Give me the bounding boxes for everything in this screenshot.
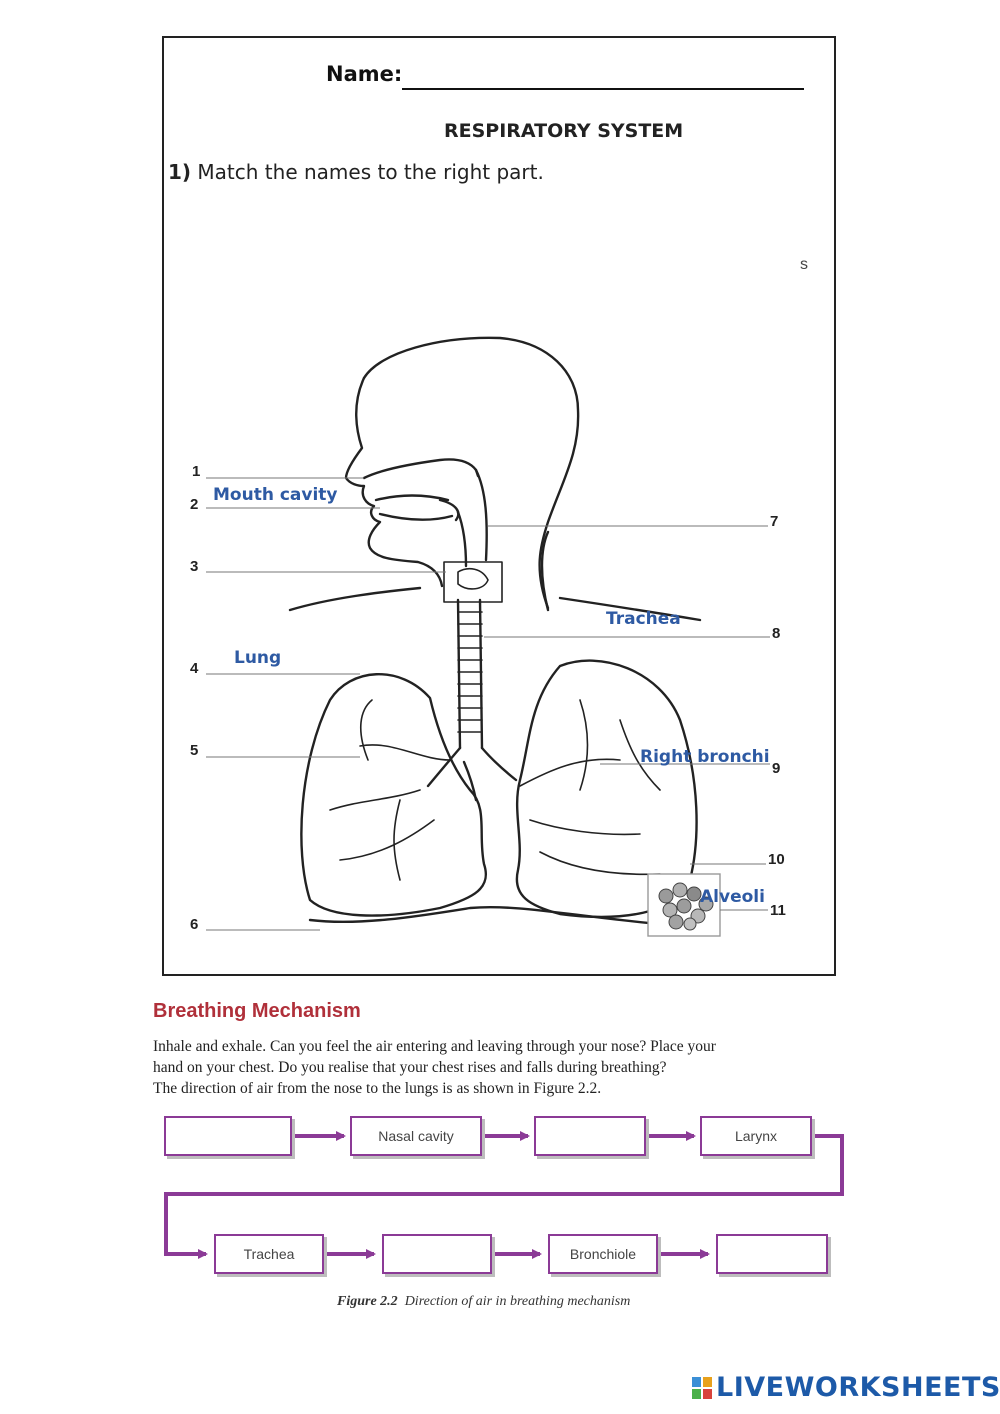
shoulder-left: [288, 586, 422, 612]
paragraph-line: Inhale and exhale. Can you feel the air …: [153, 1038, 716, 1055]
diaphragm: [308, 906, 662, 926]
shoulder-right: [558, 596, 702, 622]
instruction-text: Match the names to the right part.: [191, 160, 544, 184]
diagram-number-6: 6: [190, 916, 199, 933]
face-outline: [344, 376, 444, 588]
liveworksheets-logo[interactable]: LIVEWORKSHEETS: [692, 1372, 1000, 1403]
name-input-line[interactable]: [402, 88, 804, 90]
diagram-number-4: 4: [190, 660, 199, 677]
paragraph-line: hand on your chest. Do you realise that …: [153, 1059, 667, 1076]
caption-text: Direction of air in breathing mechanism: [404, 1294, 631, 1309]
flow-box-4: Larynx: [700, 1116, 812, 1156]
nasal-cavity: [362, 458, 480, 480]
worksheet-frame: [162, 36, 836, 976]
logo-mark-icon: [692, 1376, 712, 1399]
section-heading: Breathing Mechanism: [153, 1000, 361, 1022]
diagram-number-8: 8: [772, 625, 781, 642]
section-paragraph: Inhale and exhale. Can you feel the air …: [153, 1036, 853, 1099]
head-outline: [362, 336, 580, 610]
pharynx: [456, 468, 488, 568]
figure-caption: Figure 2.2 Direction of air in breathing…: [337, 1294, 630, 1310]
mouth: [374, 494, 460, 522]
diagram-number-7: 7: [770, 513, 779, 530]
diagram-number-9: 9: [772, 760, 781, 777]
flow-box-5: Trachea: [214, 1234, 324, 1274]
diagram-number-11: 11: [770, 902, 786, 919]
right-lung: [515, 659, 698, 919]
answer-field-4[interactable]: Lung: [234, 648, 282, 668]
diagram-number-3: 3: [190, 558, 199, 575]
caption-label: Figure 2.2: [337, 1294, 398, 1309]
alveoli-cluster: [647, 873, 721, 937]
stray-mark: s: [800, 256, 808, 273]
instruction-number: 1): [168, 160, 192, 184]
neck-right: [540, 530, 550, 612]
diagram-number-10: 10: [768, 851, 785, 868]
paragraph-line: The direction of air from the nose to th…: [153, 1080, 602, 1097]
trachea-right: [478, 598, 484, 750]
diagram-number-1: 1: [192, 463, 201, 480]
flow-box-3[interactable]: [534, 1116, 646, 1156]
respiratory-diagram: [206, 336, 770, 937]
flow-box-1[interactable]: [164, 1116, 292, 1156]
answer-field-8[interactable]: Trachea: [606, 609, 681, 629]
instruction: 1) Match the names to the right part.: [168, 160, 544, 184]
flow-box-7: Bronchiole: [548, 1234, 658, 1274]
name-label: Name:: [326, 62, 403, 86]
answer-field-11[interactable]: Alveoli: [700, 887, 765, 907]
trachea-left: [456, 598, 462, 750]
worksheet-title: RESPIRATORY SYSTEM: [444, 120, 684, 142]
flow-box-2: Nasal cavity: [350, 1116, 482, 1156]
answer-field-2[interactable]: Mouth cavity: [213, 485, 338, 505]
diagram-number-5: 5: [190, 742, 199, 759]
flow-box-8[interactable]: [716, 1234, 828, 1274]
diagram-number-2: 2: [190, 496, 199, 513]
trachea-rings: [457, 611, 483, 733]
answer-field-9[interactable]: Right bronchi: [640, 747, 770, 767]
flow-box-6[interactable]: [382, 1234, 492, 1274]
logo-text: LIVEWORKSHEETS: [716, 1372, 1000, 1403]
left-lung: [300, 673, 487, 917]
